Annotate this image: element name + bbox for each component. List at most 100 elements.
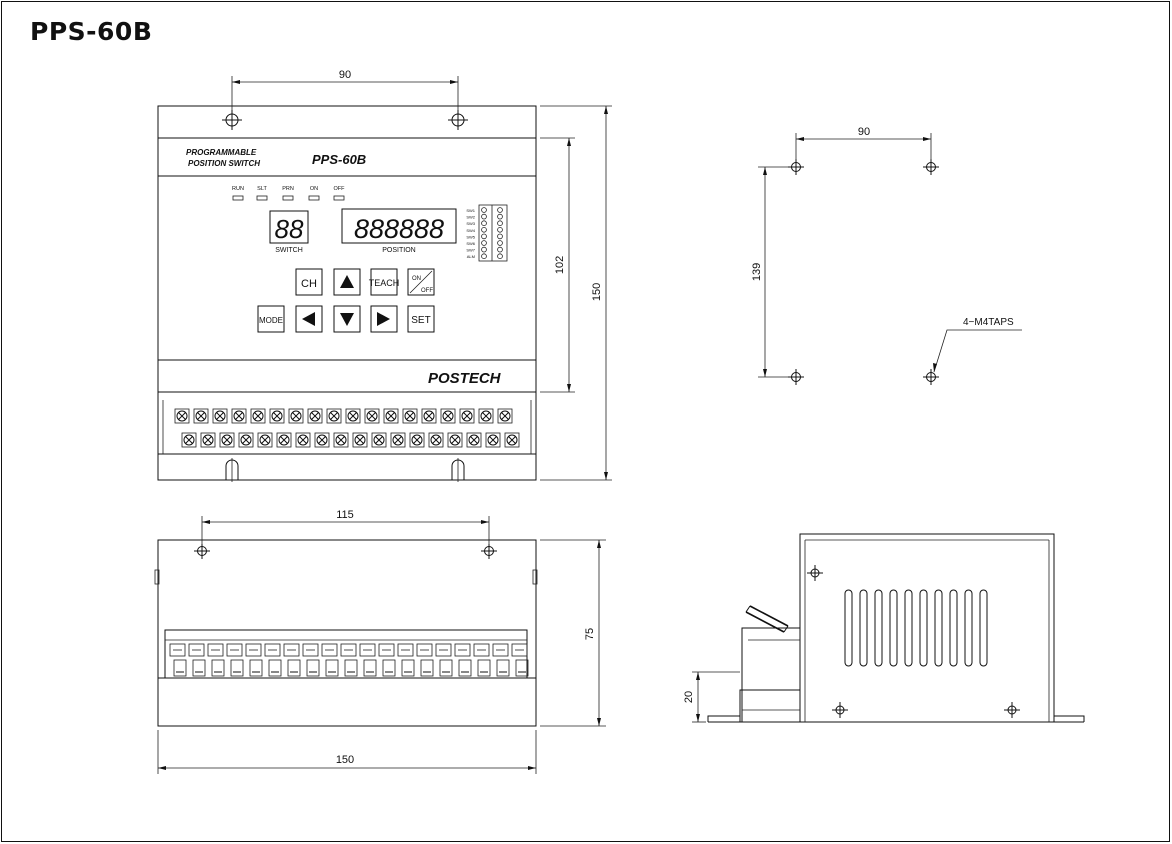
vent-slot (889, 589, 898, 667)
sw-led-icon (481, 207, 487, 213)
terminal-screw-icon (212, 408, 228, 424)
vent-slots (844, 589, 988, 667)
terminal-screw-icon (174, 408, 190, 424)
vent-slot (964, 589, 973, 667)
terminal-screw-icon (269, 408, 285, 424)
mounting-hole-icon (448, 110, 468, 130)
sw-led-label: SW1 (466, 208, 475, 213)
sw-led-icon (497, 220, 503, 227)
sw-led-label: SW3 (466, 221, 475, 226)
sw-led-icon (497, 246, 503, 253)
bottom-view: 115 75 150 (154, 509, 606, 774)
terminal-screw-icon (371, 432, 387, 448)
dim-bottom-width: 150 (336, 754, 354, 766)
mount-taps-note: 4−M4TAPS (963, 317, 1014, 328)
mounting-hole-icon (222, 110, 242, 130)
status-led-icon (333, 195, 345, 201)
sw-led-icon (497, 213, 503, 220)
sw-led-label: SW4 (466, 228, 475, 233)
mounting-hole-icon (923, 159, 939, 175)
sw-led-label: SW2 (466, 215, 475, 220)
vent-slot (874, 589, 883, 667)
side-terminal-block (741, 627, 801, 691)
status-led-icon (282, 195, 294, 201)
status-led-icon (232, 195, 244, 201)
down-button[interactable] (333, 305, 361, 333)
mounting-hole-icon (481, 544, 497, 559)
terminal-screw-icon (352, 432, 368, 448)
terminal-screw-icon (409, 432, 425, 448)
panel-model: PPS-60B (312, 152, 366, 167)
sw-led-icon (481, 220, 487, 227)
led-label: RUN (232, 186, 244, 192)
terminal-screw-icon (428, 432, 444, 448)
teach-button-label: TEACH (369, 278, 400, 288)
sw-led-panel (478, 204, 508, 262)
terminal-screw-icon (390, 432, 406, 448)
vent-slot (904, 589, 913, 667)
terminal-screw-icon (314, 432, 330, 448)
sw-led-label: SW7 (466, 248, 475, 253)
position-digits: 888888 (354, 214, 444, 244)
dim-front-body-height: 102 (554, 256, 566, 274)
mounting-hole-icon (923, 369, 939, 385)
terminal-screws-bottom (169, 643, 529, 677)
ch-button[interactable] (295, 268, 323, 296)
set-button[interactable] (407, 305, 435, 333)
up-button[interactable] (333, 268, 361, 296)
terminal-screw-icon (307, 408, 323, 424)
terminal-screw-icon (200, 432, 216, 448)
terminal-screw-icon (421, 408, 437, 424)
sw-led-icon (481, 246, 487, 253)
mounting-hole-icon (807, 565, 823, 581)
vent-slot (919, 589, 928, 667)
triangle-left-icon (302, 312, 315, 326)
terminal-screw-icon (193, 408, 209, 424)
terminal-screw-icon (345, 408, 361, 424)
terminal-screw-icon (231, 408, 247, 424)
terminal-screw-icon (440, 408, 456, 424)
sw-led-icon (481, 233, 487, 240)
teach-button[interactable] (370, 268, 398, 296)
terminal-screw-icon (497, 408, 513, 424)
terminal-screw-icon (238, 432, 254, 448)
sw-led-label: SW5 (466, 234, 475, 239)
on-label: ON (412, 276, 421, 282)
vent-slot (934, 589, 943, 667)
terminal-screw-icon (504, 432, 520, 448)
on-off-button[interactable] (407, 268, 435, 296)
vent-slot (859, 589, 868, 667)
terminal-screw-icon (326, 408, 342, 424)
terminal-screw-icon (383, 408, 399, 424)
vent-slot (844, 589, 853, 667)
ch-button-label: CH (301, 278, 317, 290)
dim-bottom-height: 75 (584, 628, 596, 640)
led-label: OFF (334, 186, 346, 192)
triangle-down-icon (340, 313, 354, 326)
terminal-screw-icon (295, 432, 311, 448)
right-button[interactable] (370, 305, 398, 333)
mounting-hole-icon (832, 702, 848, 718)
sw-led-icon (481, 227, 487, 233)
left-button[interactable] (295, 305, 323, 333)
vent-slot (949, 589, 958, 667)
terminal-screw-icon (181, 432, 197, 448)
sw-led-icon (497, 233, 503, 240)
sw-led-icon (497, 207, 503, 213)
terminal-screw-icon (219, 432, 235, 448)
sw-led-icon (497, 227, 503, 233)
switch-label: SWITCH (275, 247, 303, 254)
dim-bottom-hole-pitch: 115 (336, 509, 354, 521)
triangle-up-icon (340, 275, 354, 288)
off-label: OFF (421, 288, 433, 294)
sw-led-icon (481, 253, 487, 260)
sw-led-label: SW6 (466, 241, 475, 246)
mode-button-label: MODE (259, 316, 283, 325)
dim-front-total-height: 150 (591, 283, 603, 301)
mode-button[interactable] (257, 305, 285, 333)
triangle-right-icon (377, 312, 390, 326)
